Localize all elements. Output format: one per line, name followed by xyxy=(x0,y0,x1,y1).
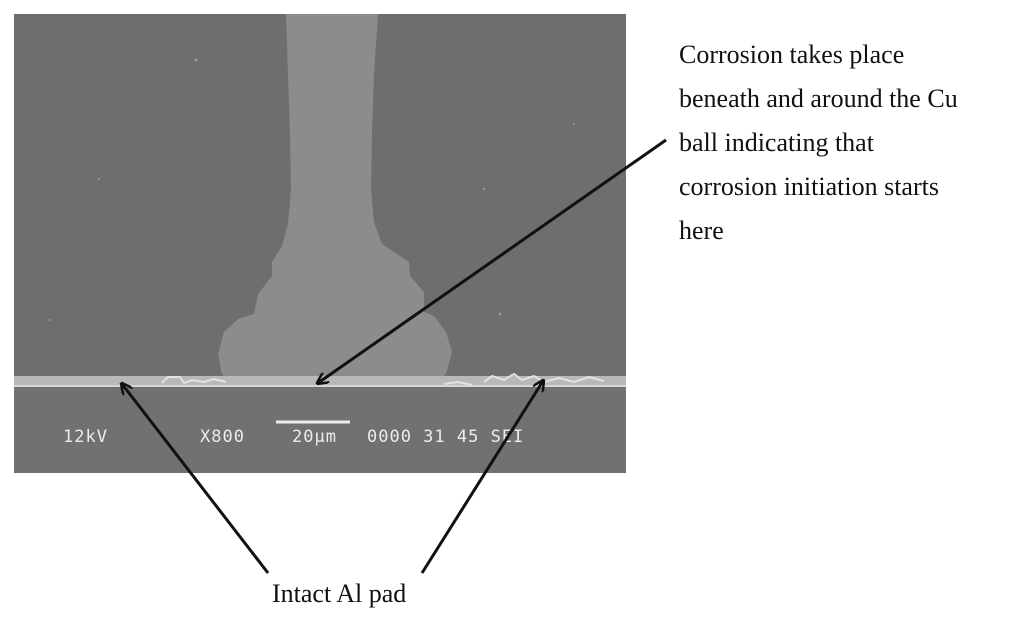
corrosion-line-3: ball indicating that xyxy=(679,128,874,157)
al-pad-edge xyxy=(14,385,626,387)
corrosion-line-2: beneath and around the Cu xyxy=(679,84,958,113)
al-pad-annotation: Intact Al pad xyxy=(272,579,407,608)
sem-micrograph: 12kV X800 20µm 0000 31 45 SEI xyxy=(14,14,626,473)
image-id-label: 0000 31 45 SEI xyxy=(367,427,524,447)
corrosion-annotation: Corrosion takes place beneath and around… xyxy=(679,33,1024,253)
scale-label: 20µm xyxy=(292,427,337,447)
corrosion-line-4: corrosion initiation starts xyxy=(679,172,939,201)
magnification-label: X800 xyxy=(200,427,245,447)
voltage-label: 12kV xyxy=(63,427,108,447)
al-pad-layer xyxy=(14,376,626,385)
corrosion-line-5: here xyxy=(679,216,724,245)
corrosion-line-1: Corrosion takes place xyxy=(679,40,905,69)
